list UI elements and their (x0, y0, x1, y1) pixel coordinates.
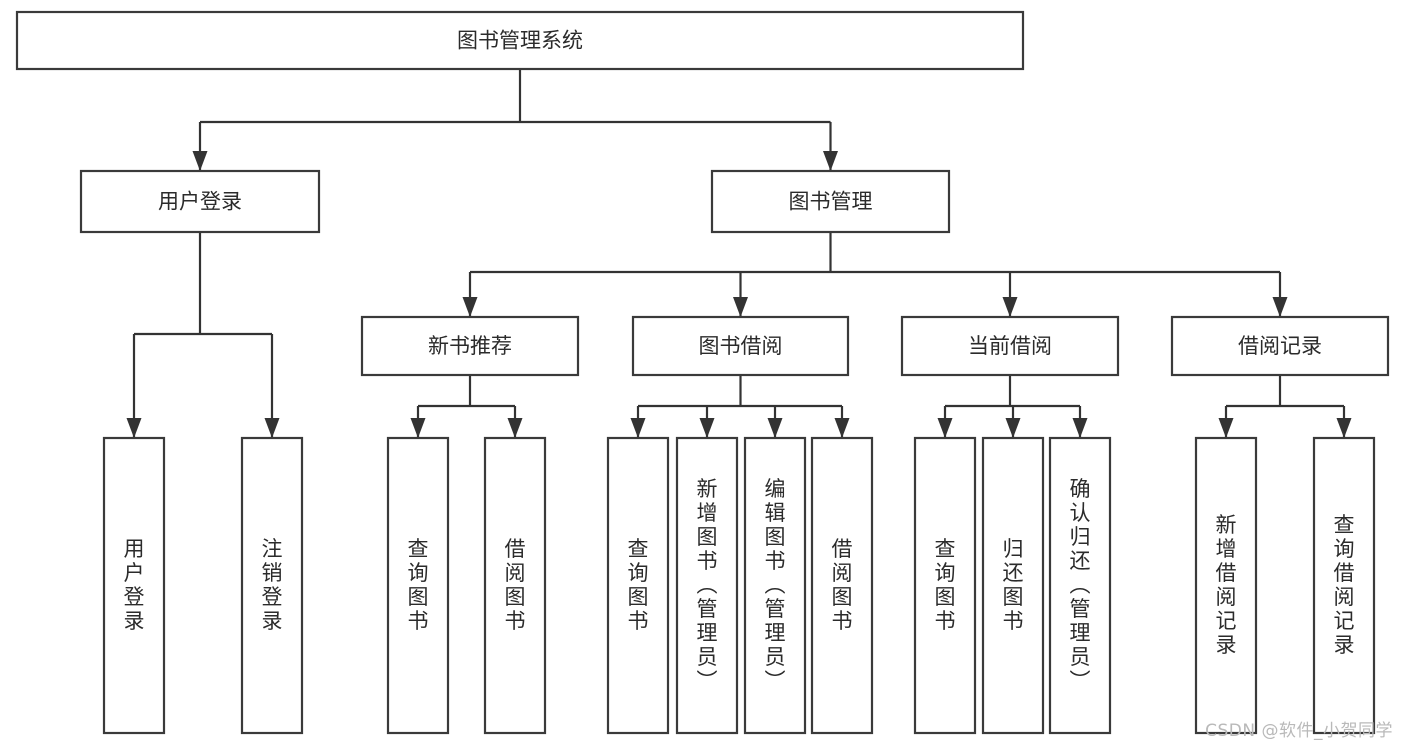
node-box-leaf-confirm-return (1048, 436, 1112, 735)
node-label-user-login: 用户登录 (158, 190, 242, 214)
node-box-user-login (79, 169, 321, 234)
arrow-head-leaf-query-book-cb (937, 418, 953, 438)
node-leaf-query-book-rec[interactable]: 查询图书 (386, 436, 450, 735)
node-leaf-return-book[interactable]: 归还图书 (981, 436, 1045, 735)
node-box-leaf-logout (240, 436, 304, 735)
node-label-leaf-add-book: 新增图书︵管理员︶ (697, 477, 718, 693)
node-box-leaf-edit-book (743, 436, 807, 735)
node-label-leaf-return-book: 归还图书 (1003, 537, 1024, 633)
node-box-root (15, 10, 1025, 71)
arrow-head-leaf-return-book (1005, 418, 1021, 438)
node-leaf-query-record[interactable]: 查询借阅记录 (1312, 436, 1376, 735)
node-leaf-borrow-book-rec[interactable]: 借阅图书 (483, 436, 547, 735)
node-box-leaf-query-book-rec (386, 436, 450, 735)
node-box-new-book-rec (360, 315, 580, 377)
arrow-head-leaf-query-book-rec (410, 418, 426, 438)
arrow-head-leaf-query-record (1336, 418, 1352, 438)
node-label-leaf-confirm-return: 确认归还︵管理员︶ (1070, 477, 1091, 693)
node-box-leaf-user-login (102, 436, 166, 735)
node-leaf-add-record[interactable]: 新增借阅记录 (1194, 436, 1258, 735)
arrow-head-current-borrow (1002, 297, 1018, 317)
node-user-login[interactable]: 用户登录 (79, 169, 321, 234)
node-box-leaf-query-book-bb (606, 436, 670, 735)
arrow-head-leaf-borrow-book-bb (834, 418, 850, 438)
node-leaf-query-book-cb[interactable]: 查询图书 (913, 436, 977, 735)
arrow-head-borrow-record (1272, 297, 1288, 317)
node-box-leaf-borrow-book-rec (483, 436, 547, 735)
node-leaf-add-book[interactable]: 新增图书︵管理员︶ (675, 436, 739, 735)
arrow-head-leaf-user-login (126, 418, 142, 438)
node-leaf-user-login[interactable]: 用户登录 (102, 436, 166, 735)
node-borrow-record[interactable]: 借阅记录 (1170, 315, 1390, 377)
node-label-leaf-query-book-bb: 查询图书 (628, 537, 649, 633)
node-leaf-confirm-return[interactable]: 确认归还︵管理员︶ (1048, 436, 1112, 735)
node-label-leaf-edit-book: 编辑图书︵管理员︶ (765, 477, 786, 693)
arrow-head-user-login (192, 151, 208, 171)
node-label-leaf-query-record: 查询借阅记录 (1334, 513, 1355, 657)
arrow-head-leaf-query-book-bb (630, 418, 646, 438)
arrow-head-leaf-confirm-return (1072, 418, 1088, 438)
node-label-leaf-query-book-rec: 查询图书 (408, 537, 429, 633)
node-label-leaf-borrow-book-bb: 借阅图书 (832, 537, 853, 633)
node-book-borrow[interactable]: 图书借阅 (631, 315, 850, 377)
node-box-book-borrow (631, 315, 850, 377)
node-label-new-book-rec: 新书推荐 (428, 334, 512, 358)
node-label-book-borrow: 图书借阅 (699, 334, 783, 358)
node-box-leaf-query-record (1312, 436, 1376, 735)
node-box-leaf-borrow-book-bb (810, 436, 874, 735)
node-box-current-borrow (900, 315, 1120, 377)
node-book-manage[interactable]: 图书管理 (710, 169, 951, 234)
node-leaf-edit-book[interactable]: 编辑图书︵管理员︶ (743, 436, 807, 735)
node-label-borrow-record: 借阅记录 (1238, 334, 1322, 358)
node-root[interactable]: 图书管理系统 (15, 10, 1025, 71)
connector-layer (126, 69, 1352, 438)
arrow-head-leaf-add-record (1218, 418, 1234, 438)
node-label-book-manage: 图书管理 (789, 190, 873, 214)
arrow-head-leaf-borrow-book-rec (507, 418, 523, 438)
arrow-head-leaf-logout (264, 418, 280, 438)
node-box-book-manage (710, 169, 951, 234)
node-label-current-borrow: 当前借阅 (968, 334, 1052, 358)
node-current-borrow[interactable]: 当前借阅 (900, 315, 1120, 377)
node-box-leaf-return-book (981, 436, 1045, 735)
arrow-head-book-manage (823, 151, 838, 171)
csdn-watermark: CSDN @软件_小贺同学 (1205, 721, 1393, 741)
node-box-leaf-add-book (675, 436, 739, 735)
arrow-head-leaf-add-book (699, 418, 715, 438)
node-new-book-rec[interactable]: 新书推荐 (360, 315, 580, 377)
node-leaf-borrow-book-bb[interactable]: 借阅图书 (810, 436, 874, 735)
arrow-head-book-borrow (733, 297, 748, 317)
arrow-head-leaf-edit-book (767, 418, 783, 438)
node-layer: 图书管理系统用户登录图书管理新书推荐图书借阅当前借阅借阅记录用户登录注销登录查询… (15, 10, 1390, 735)
node-label-leaf-add-record: 新增借阅记录 (1216, 513, 1237, 657)
node-box-leaf-add-record (1194, 436, 1258, 735)
node-label-leaf-query-book-cb: 查询图书 (935, 537, 956, 633)
node-box-leaf-query-book-cb (913, 436, 977, 735)
node-label-root: 图书管理系统 (457, 29, 583, 53)
arrow-head-new-book-rec (462, 297, 478, 317)
node-label-leaf-logout: 注销登录 (262, 537, 283, 633)
node-label-leaf-user-login: 用户登录 (124, 537, 145, 633)
node-leaf-logout[interactable]: 注销登录 (240, 436, 304, 735)
node-label-leaf-borrow-book-rec: 借阅图书 (505, 537, 526, 633)
node-box-borrow-record (1170, 315, 1390, 377)
node-leaf-query-book-bb[interactable]: 查询图书 (606, 436, 670, 735)
